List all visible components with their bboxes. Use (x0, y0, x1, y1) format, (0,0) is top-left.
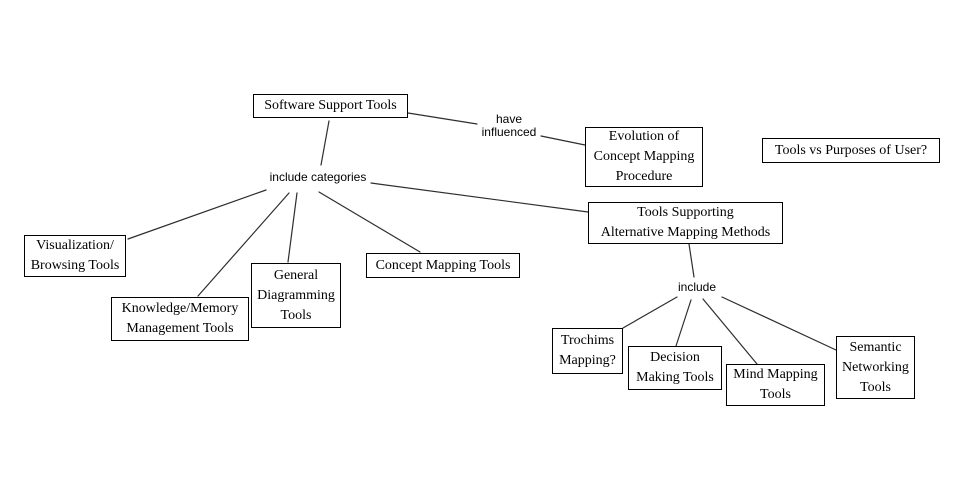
link-line-software-haveinfluenced (407, 112, 478, 125)
link-line-software-includecategories (320, 120, 330, 166)
node-mind-mapping-tools[interactable]: Mind Mapping Tools (726, 364, 825, 406)
node-concept-mapping-tools[interactable]: Concept Mapping Tools (366, 253, 520, 278)
link-line-includecategories-supporting (370, 182, 589, 213)
node-semantic-networking-tools[interactable]: Semantic Networking Tools (836, 336, 915, 399)
link-line-includecategories-concept (318, 191, 421, 253)
link-line-haveinfluenced-evolution (540, 135, 586, 146)
link-line-include-semantic (721, 296, 837, 351)
node-software-support-tools[interactable]: Software Support Tools (253, 94, 408, 118)
node-visualization-browsing-tools[interactable]: Visualization/ Browsing Tools (24, 235, 126, 277)
link-line-include-decision (675, 299, 692, 347)
node-general-diagramming-tools[interactable]: General Diagramming Tools (251, 263, 341, 328)
node-tools-supporting-alternative-mapping-methods[interactable]: Tools Supporting Alternative Mapping Met… (588, 202, 783, 244)
node-decision-making-tools[interactable]: Decision Making Tools (628, 346, 722, 390)
link-line-includecategories-visualization (127, 189, 267, 240)
link-line-supporting-include (688, 243, 695, 278)
node-trochims-mapping[interactable]: Trochims Mapping? (552, 328, 623, 374)
link-label-have-influenced[interactable]: have influenced (481, 112, 537, 139)
node-tools-vs-purposes-of-user[interactable]: Tools vs Purposes of User? (762, 138, 940, 163)
link-label-include[interactable]: include (677, 280, 717, 294)
link-line-includecategories-general (287, 192, 298, 263)
node-evolution-of-concept-mapping-procedure[interactable]: Evolution of Concept Mapping Procedure (585, 127, 703, 187)
link-line-include-trochims (622, 296, 678, 329)
node-knowledge-memory-management-tools[interactable]: Knowledge/Memory Management Tools (111, 297, 249, 341)
link-label-include-categories[interactable]: include categories (269, 170, 367, 184)
